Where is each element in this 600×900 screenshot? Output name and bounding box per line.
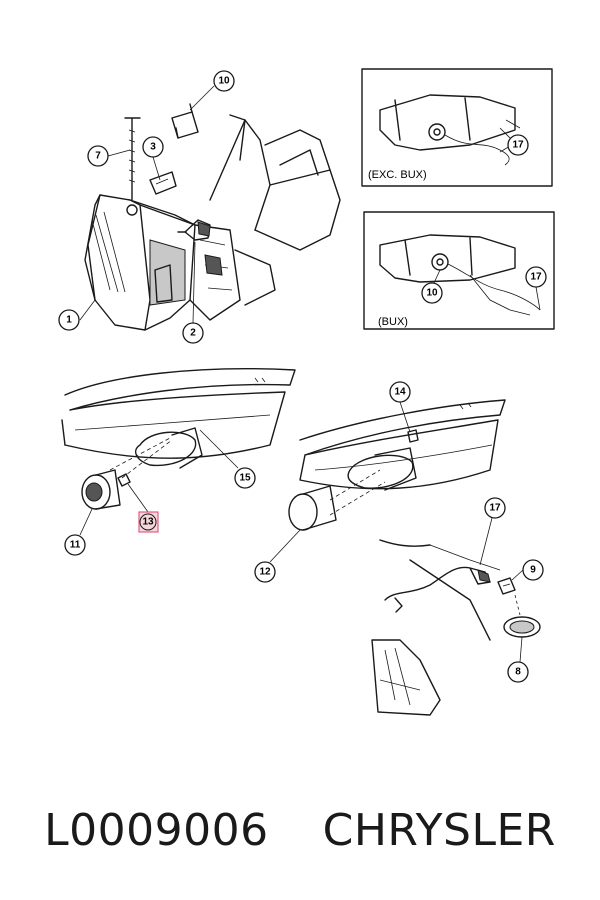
svg-text:15: 15 <box>239 473 251 484</box>
callout-2: 2 <box>182 322 204 344</box>
svg-text:10: 10 <box>218 76 230 87</box>
front-fascia-right <box>288 399 506 531</box>
callout-10-top: 10 <box>213 70 235 92</box>
callout-12: 12 <box>254 561 276 583</box>
parts-diagram: (EXC. BUX) (BUX) <box>58 68 555 716</box>
callout-1: 1 <box>58 309 80 331</box>
svg-text:11: 11 <box>70 540 81 551</box>
inset-exc-bux: (EXC. BUX) <box>361 68 553 187</box>
svg-text:14: 14 <box>394 387 406 398</box>
svg-text:2: 2 <box>190 328 196 339</box>
callout-17-inset-bottom: 17 <box>525 266 547 288</box>
svg-text:13: 13 <box>142 517 154 528</box>
footer-caption: L0009006 CHRYSLER <box>0 790 600 870</box>
headlamp-assembly <box>84 103 341 331</box>
brand-name: CHRYSLER <box>322 804 556 856</box>
side-marker-assembly <box>371 539 541 716</box>
callout-17-inset-top: 17 <box>507 134 529 156</box>
callout-3: 3 <box>142 136 164 158</box>
svg-text:17: 17 <box>489 503 501 514</box>
svg-text:8: 8 <box>515 667 521 678</box>
callout-13: 13 <box>138 511 159 533</box>
leader-lines <box>79 85 541 663</box>
callout-17-side: 17 <box>484 497 506 519</box>
callout-7: 7 <box>87 145 109 167</box>
svg-text:17: 17 <box>530 272 542 283</box>
svg-text:9: 9 <box>530 565 536 576</box>
callout-9: 9 <box>522 559 544 581</box>
svg-text:17: 17 <box>512 140 524 151</box>
callout-11: 11 <box>64 534 86 556</box>
svg-text:7: 7 <box>95 151 101 162</box>
callout-8: 8 <box>507 661 529 683</box>
svg-text:10: 10 <box>426 288 438 299</box>
callout-14: 14 <box>389 381 411 403</box>
inset-bottom-label: (BUX) <box>378 316 408 328</box>
part-number: L0009006 <box>44 804 269 856</box>
svg-text:1: 1 <box>66 315 72 326</box>
callout-10-inset-bottom: 10 <box>421 282 443 304</box>
callout-15: 15 <box>234 467 256 489</box>
svg-text:12: 12 <box>259 567 271 578</box>
inset-bux: (BUX) <box>363 211 555 330</box>
inset-top-label: (EXC. BUX) <box>368 169 427 181</box>
svg-text:3: 3 <box>150 142 156 153</box>
front-fascia-left <box>61 368 296 510</box>
